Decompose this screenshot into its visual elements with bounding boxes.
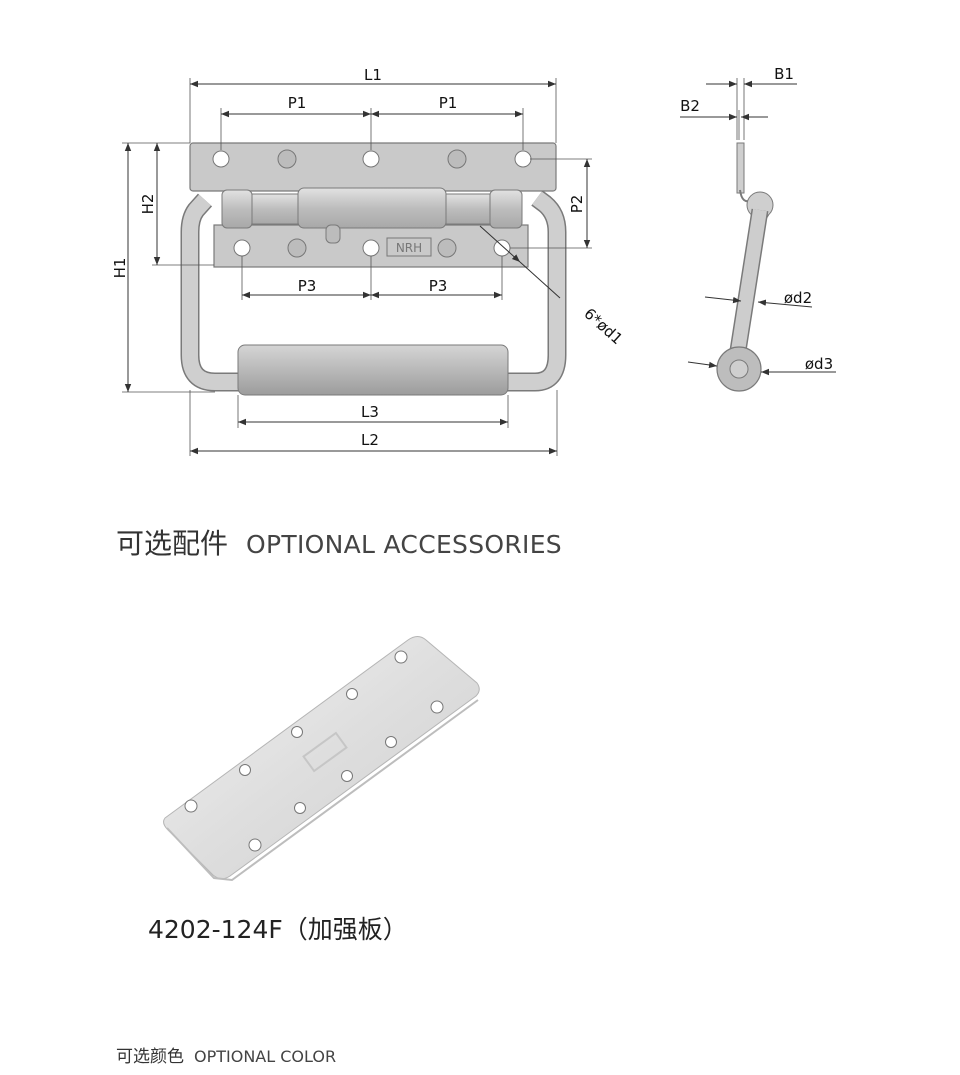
color-title-cn: 可选颜色 bbox=[116, 1047, 184, 1067]
hole bbox=[493, 239, 511, 257]
front-view: NRH bbox=[180, 142, 567, 396]
dim-L1: L1 bbox=[364, 66, 382, 84]
dim-B2: B2 bbox=[680, 97, 700, 115]
accessory-caption: 4202-124F（加强板） bbox=[148, 915, 408, 944]
dim-P1-left: P1 bbox=[288, 94, 307, 112]
hole bbox=[447, 149, 467, 169]
hole bbox=[233, 239, 251, 257]
dim-P3-right: P3 bbox=[429, 277, 448, 295]
color-title-en: OPTIONAL COLOR bbox=[194, 1047, 337, 1066]
accessories-title: 可选配件 OPTIONAL ACCESSORIES bbox=[116, 522, 562, 562]
hole bbox=[437, 238, 457, 258]
color-title: 可选颜色 OPTIONAL COLOR bbox=[116, 1042, 336, 1067]
dim-d2: ød2 bbox=[784, 289, 812, 307]
nrh-logo: NRH bbox=[386, 237, 432, 257]
hole bbox=[362, 239, 380, 257]
hole bbox=[514, 150, 532, 168]
hinge-barrel bbox=[221, 187, 523, 229]
svg-text:NRH: NRH bbox=[396, 241, 422, 255]
dim-H2: H2 bbox=[139, 194, 157, 215]
reinforcement-plate bbox=[163, 636, 480, 882]
dim-L2: L2 bbox=[361, 431, 379, 449]
dim-P3-left: P3 bbox=[298, 277, 317, 295]
dim-H1: H1 bbox=[111, 258, 129, 279]
dim-holes: 6*ød1 bbox=[580, 304, 626, 348]
accessories-title-cn: 可选配件 bbox=[116, 527, 229, 560]
grip-sleeve bbox=[237, 344, 509, 396]
dim-B1: B1 bbox=[774, 65, 794, 83]
dim-P2: P2 bbox=[568, 195, 586, 214]
dim-d3: ød3 bbox=[805, 355, 833, 373]
dim-L3: L3 bbox=[361, 403, 379, 421]
hole bbox=[212, 150, 230, 168]
dim-P1-right: P1 bbox=[439, 94, 458, 112]
side-dimensions: B1 B2 ød2 ød3 bbox=[680, 65, 836, 376]
hole bbox=[287, 238, 307, 258]
hole bbox=[277, 149, 297, 169]
accessories-title-en: OPTIONAL ACCESSORIES bbox=[246, 530, 562, 559]
side-view bbox=[716, 142, 774, 392]
hole bbox=[362, 150, 380, 168]
